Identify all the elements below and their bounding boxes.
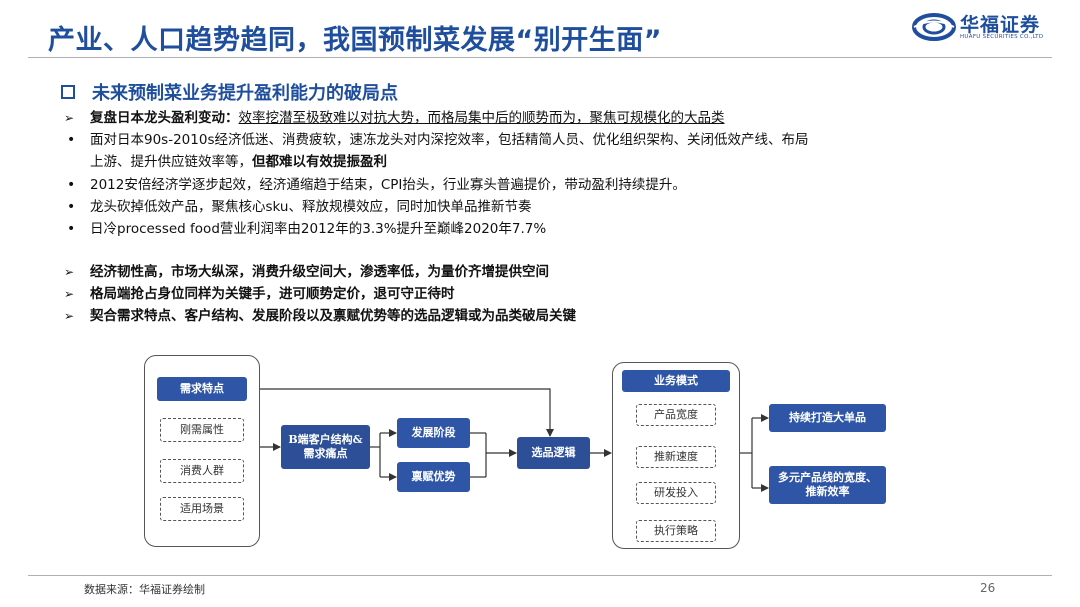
bullet-product-selection: 契合需求特点、客户结构、发展阶段以及禀赋优势等的选品逻辑或为品类破局关键 — [90, 308, 576, 324]
logo-mark-icon — [912, 13, 956, 41]
bullet-dot-icon: • — [67, 199, 76, 215]
demand-item-essential: 刚需属性 — [160, 418, 244, 442]
biz-item-launch-speed: 推新速度 — [636, 446, 716, 468]
page-number: 26 — [980, 581, 996, 595]
sub-bullet-abenomics: 2012安倍经济学逐步起效，经济通缩趋于结束，CPI抬头，行业寡头普遍提价，带动… — [90, 177, 686, 193]
development-stage-box: 发展阶段 — [397, 418, 470, 448]
biz-item-execution: 执行策略 — [636, 520, 716, 542]
bullet-arrow-icon: ➢ — [64, 265, 75, 279]
section-square-icon — [61, 85, 75, 99]
output-multi-product-line: 多元产品线的宽度、推新效率 — [769, 466, 886, 504]
bullet-dot-icon: • — [67, 177, 76, 193]
sub-bullet-sku-focus: 龙头砍掉低效产品，聚焦核心sku、释放规模效应，同时加快单品推新节奏 — [90, 199, 532, 215]
sub-bullet-nichirei-margin: 日冷processed food营业利润率由2012年的3.3%提升至巅峰202… — [90, 221, 547, 237]
data-source-note: 数据来源：华福证券绘制 — [84, 583, 205, 596]
bullet-economy-resilience: 经济韧性高，市场大纵深，消费升级空间大，渗透率低，为量价齐增提供空间 — [90, 264, 549, 280]
sub-bullet-efficiency-2b: 但都难以有效提振盈利 — [252, 154, 387, 170]
bullet-arrow-icon: ➢ — [64, 111, 75, 125]
business-model-title-box: 业务模式 — [622, 370, 730, 392]
output-big-single-product: 持续打造大单品 — [769, 404, 886, 432]
logo-name-cn: 华福证券 — [960, 14, 1041, 36]
logo-name-en: HUAFU SECURITIES CO.,LTD — [960, 34, 1044, 40]
bullet-dot-icon: • — [67, 221, 76, 237]
demand-title-box: 需求特点 — [157, 377, 247, 401]
bullet-arrow-icon: ➢ — [64, 287, 75, 301]
bullet-review-tail: 效率挖潜至极致难以对抗大势，而格局集中后的顺势而为，聚焦可规模化的大品类 — [238, 110, 725, 126]
header-divider — [28, 57, 1052, 58]
endowment-advantage-box: 禀赋优势 — [397, 462, 470, 492]
biz-item-rd-investment: 研发投入 — [636, 482, 716, 504]
selection-logic-box: 选品逻辑 — [517, 437, 590, 469]
client-structure-box: B端客户结构&需求痛点 — [281, 425, 370, 469]
sub-bullet-efficiency-2a: 上游、提升供应链效率等， — [90, 154, 252, 170]
sub-bullet-efficiency-2: 上游、提升供应链效率等，但都难以有效提振盈利 — [90, 152, 387, 172]
demand-item-scenarios: 适用场景 — [160, 497, 244, 521]
biz-item-product-width: 产品宽度 — [636, 404, 716, 426]
footer-divider — [28, 575, 1052, 576]
bullet-arrow-icon: ➢ — [64, 309, 75, 323]
demand-item-consumers: 消费人群 — [160, 459, 244, 483]
bullet-review-japan: 复盘日本龙头盈利变动：效率挖潜至极致难以对抗大势，而格局集中后的顺势而为，聚焦可… — [90, 108, 725, 128]
page-title: 产业、人口趋势趋同，我国预制菜发展“别开生面” — [48, 25, 662, 56]
bullet-dot-icon: • — [67, 132, 76, 148]
sub-bullet-efficiency-1: 面对日本90s-2010s经济低迷、消费疲软，速冻龙头对内深挖效率，包括精简人员… — [90, 132, 809, 148]
bullet-market-position: 格局端抢占身位同样为关键手，进可顺势定价，退可守正待时 — [90, 286, 455, 302]
bullet-review-head: 复盘日本龙头盈利变动： — [90, 110, 239, 126]
company-logo: 华福证券 HUAFU SECURITIES CO.,LTD — [912, 10, 1072, 46]
section-title: 未来预制菜业务提升盈利能力的破局点 — [92, 83, 398, 104]
